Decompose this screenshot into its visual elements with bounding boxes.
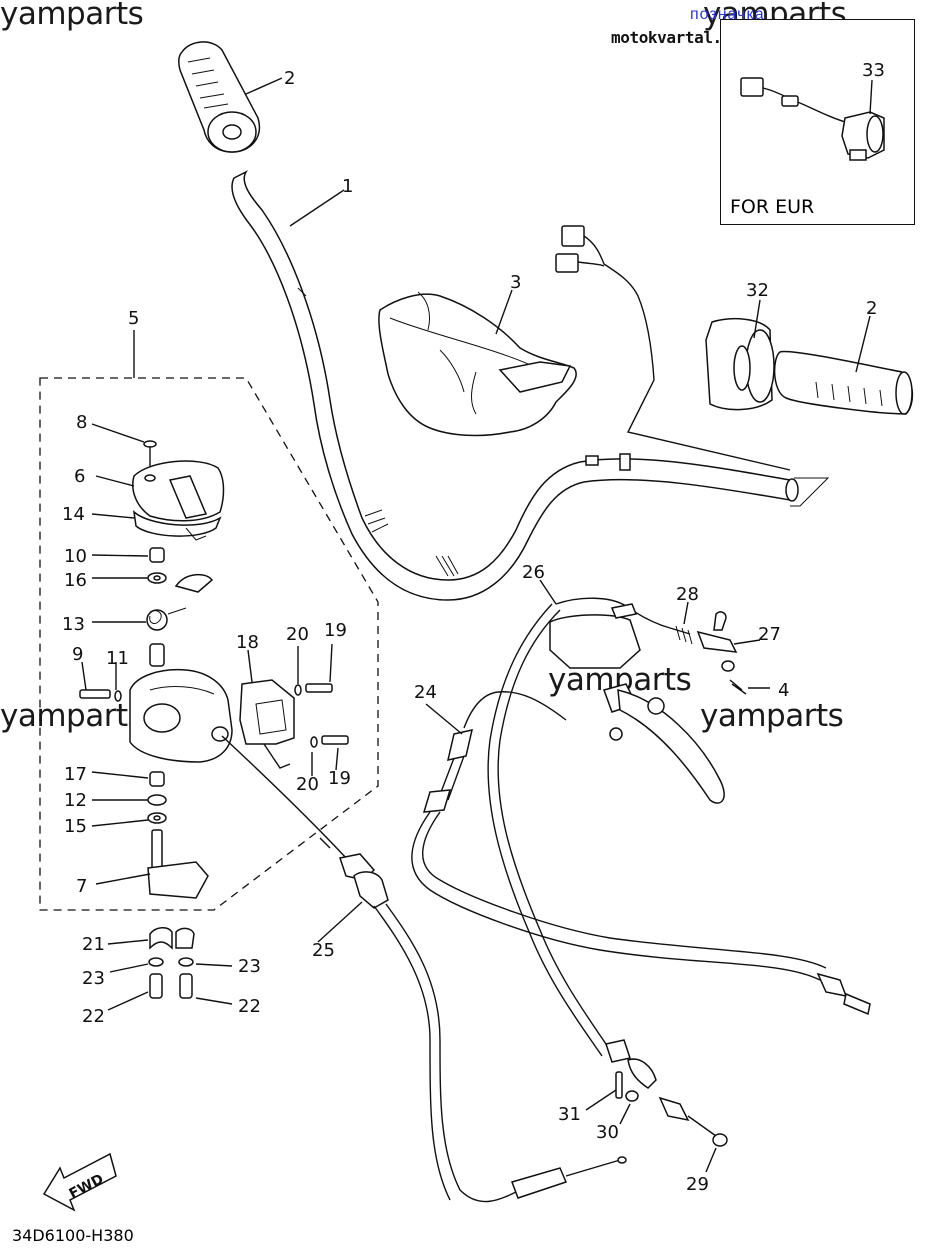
throttle-case-6 <box>95 460 225 522</box>
callout-7: 7 <box>76 876 87 897</box>
inset-callout: 33 <box>862 60 885 81</box>
handlebar-pad <box>378 291 577 437</box>
callout-24: 24 <box>414 682 437 703</box>
left-switch-group <box>39 330 379 911</box>
callout-12: 12 <box>64 790 87 811</box>
callout-11: 11 <box>106 648 129 669</box>
callout-28: 28 <box>676 584 699 605</box>
callout-22: 22 <box>238 996 261 1017</box>
callout-1: 1 <box>342 176 353 197</box>
callout-30: 30 <box>596 1122 619 1143</box>
watermark-top-left: yamparts <box>0 0 144 32</box>
brake-lever-assembly <box>487 579 770 1057</box>
right-switch-32 <box>555 225 791 471</box>
callout-23: 23 <box>82 968 105 989</box>
small-parts-upper <box>91 547 214 667</box>
callout-20: 20 <box>296 774 319 795</box>
callout-26: 26 <box>522 562 545 583</box>
callout-19: 19 <box>324 620 347 641</box>
callout-6: 6 <box>74 466 85 487</box>
clamp-parts <box>107 927 233 1011</box>
callout-17: 17 <box>64 764 87 785</box>
small-parts-lower <box>91 771 167 827</box>
callout-25: 25 <box>312 940 335 961</box>
gasket-14 <box>91 510 222 541</box>
inset-switch-33: 33 <box>740 60 885 161</box>
left-grip <box>177 41 261 153</box>
callout-14: 14 <box>62 504 85 525</box>
diagram-code: 34D6100-H380 <box>12 1226 134 1245</box>
callout-3: 3 <box>510 272 521 293</box>
watermark-mid-right: yamparts <box>700 698 844 734</box>
callout-2: 2 <box>866 298 877 319</box>
callout-8: 8 <box>76 412 87 433</box>
callout-16: 16 <box>64 570 87 591</box>
screws-19-20 <box>294 643 349 776</box>
callout-10: 10 <box>64 546 87 567</box>
callout-5: 5 <box>128 308 139 329</box>
callout-15: 15 <box>64 816 87 837</box>
callout-32: 32 <box>746 280 769 301</box>
callout-2: 2 <box>284 68 295 89</box>
callout-31: 31 <box>558 1104 581 1125</box>
callout-18: 18 <box>236 632 259 653</box>
callout-23: 23 <box>238 956 261 977</box>
fwd-arrow-icon: FWD <box>42 1152 117 1212</box>
throttle-housing <box>79 661 233 763</box>
right-grip <box>773 350 914 415</box>
callout-29: 29 <box>686 1174 709 1195</box>
adjusters-29-31 <box>585 1039 728 1173</box>
callout-19: 19 <box>328 768 351 789</box>
handlebar <box>231 170 830 601</box>
throttle-cable-25 <box>221 735 627 1203</box>
callout-9: 9 <box>72 644 83 665</box>
callout-21: 21 <box>82 934 105 955</box>
callout-4: 4 <box>778 680 789 701</box>
callout-22: 22 <box>82 1006 105 1027</box>
callout-13: 13 <box>62 614 85 635</box>
marker-link[interactable]: позначка <box>690 6 765 23</box>
brake-cable-24 <box>411 691 871 1016</box>
inset-caption: FOR EUR <box>730 196 815 218</box>
callout-20: 20 <box>286 624 309 645</box>
watermark-mid-left: yamparts <box>0 698 144 734</box>
callout-27: 27 <box>758 624 781 645</box>
switch-18 <box>239 649 295 769</box>
throttle-lever-7 <box>95 829 209 899</box>
